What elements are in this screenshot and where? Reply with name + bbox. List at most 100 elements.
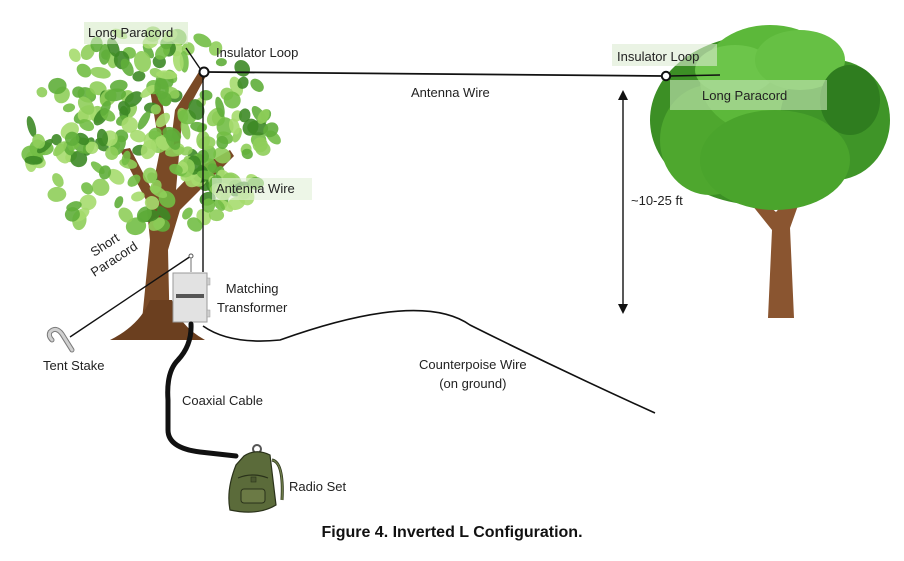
leaf <box>64 207 80 222</box>
leaf <box>47 186 67 202</box>
leaf <box>150 104 161 115</box>
leaf <box>136 206 152 223</box>
leaf <box>107 168 125 185</box>
coaxial-cable <box>165 321 239 459</box>
leaf <box>165 145 185 157</box>
leaf <box>85 141 99 154</box>
leaf <box>169 163 183 175</box>
leaf <box>124 91 143 108</box>
leaf <box>52 173 64 188</box>
leaf <box>140 139 157 160</box>
leaf <box>26 116 37 138</box>
label-antenna-wire-vertical: Antenna Wire <box>216 181 295 196</box>
insulator-loop-left <box>198 66 210 78</box>
leaf <box>140 84 156 98</box>
leaf <box>24 155 43 165</box>
label-matching-transformer-line1: Matching <box>225 281 279 296</box>
leaf <box>155 112 171 128</box>
label-height: ~10-25 ft <box>631 193 683 208</box>
leaf <box>216 135 229 150</box>
left-tree-canopy <box>21 26 281 236</box>
long-paracord-right-wire <box>668 74 721 77</box>
leaf <box>137 111 151 130</box>
matching-transformer-icon <box>172 272 211 323</box>
label-counterpoise-line1: Counterpoise Wire <box>419 357 527 372</box>
leaf <box>237 76 249 89</box>
antenna-wire-horizontal <box>206 71 664 77</box>
leaf <box>70 150 88 168</box>
leaf <box>104 88 127 102</box>
leaf <box>48 77 67 95</box>
label-insulator-loop-right: Insulator Loop <box>617 49 700 64</box>
leaf <box>215 96 225 118</box>
leaf <box>37 139 53 154</box>
leaf <box>91 178 110 196</box>
label-shade-right <box>670 80 827 110</box>
leaf <box>80 44 95 60</box>
leaf <box>156 206 171 221</box>
label-shade-ant-wire <box>212 178 312 200</box>
right-tree <box>650 25 890 318</box>
leaf <box>121 150 131 166</box>
leaf <box>247 120 269 136</box>
leaf <box>182 207 193 220</box>
leaf <box>133 51 152 73</box>
leaf <box>130 129 146 143</box>
label-matching-transformer-line2: Transformer <box>217 300 288 315</box>
leaf <box>98 165 112 180</box>
leaf <box>201 198 216 213</box>
leaf <box>187 217 203 232</box>
label-tent-stake: Tent Stake <box>43 358 105 373</box>
leaf <box>81 182 94 195</box>
leaf <box>131 191 145 202</box>
long-paracord-left-wire <box>185 47 202 71</box>
label-coaxial-cable: Coaxial Cable <box>182 393 263 408</box>
leaf <box>213 147 231 164</box>
leaf <box>144 196 160 210</box>
label-shade-right-top <box>612 44 717 66</box>
label-counterpoise-line2: (on ground) <box>439 376 507 391</box>
leaf <box>118 207 133 223</box>
leaf <box>238 108 251 123</box>
leaf <box>172 50 184 72</box>
leaf <box>208 41 223 56</box>
leaf <box>118 101 131 116</box>
leaf <box>62 103 76 113</box>
leaf <box>32 133 46 149</box>
label-antenna-wire-horizontal: Antenna Wire <box>411 85 490 100</box>
leaf <box>79 119 95 132</box>
leaf <box>241 148 253 160</box>
leaf <box>121 116 138 133</box>
leaf <box>65 131 80 146</box>
leaf <box>79 194 97 211</box>
leaf <box>120 58 134 77</box>
leaf <box>215 58 227 67</box>
paracord-ring <box>188 253 194 259</box>
leaf <box>96 128 109 147</box>
label-shade-left <box>84 22 188 44</box>
counterpoise-wire <box>202 309 656 414</box>
label-radio-set: Radio Set <box>289 479 347 494</box>
label-long-paracord-right: Long Paracord <box>702 88 788 103</box>
leaf <box>68 48 81 62</box>
leaf <box>208 209 225 222</box>
leaf <box>127 174 141 187</box>
leaf <box>162 126 182 142</box>
leaf <box>250 78 264 92</box>
leaf <box>114 196 124 209</box>
leaf <box>76 63 92 78</box>
leaf <box>257 109 270 124</box>
leaf <box>213 199 225 211</box>
right-tree-trunk <box>748 196 800 318</box>
figure-caption: Figure 4. Inverted L Configuration. <box>321 524 583 541</box>
leaf <box>234 60 251 77</box>
leaf <box>105 146 119 160</box>
leaf <box>156 70 178 80</box>
leaf <box>188 99 205 120</box>
leaf <box>90 67 111 79</box>
leaf <box>142 167 158 184</box>
leaf <box>53 141 67 157</box>
leaf <box>36 87 48 98</box>
leaf <box>263 122 279 138</box>
